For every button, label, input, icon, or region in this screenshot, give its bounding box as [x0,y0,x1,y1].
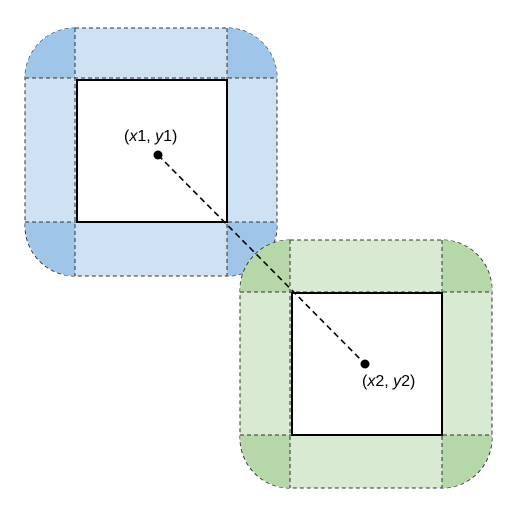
green-corner-bottom-left [240,435,290,488]
point-2-dot [360,359,370,369]
blue-inner-square [76,79,228,223]
green-corner-top-left [240,240,290,292]
center-distance-line [157,154,366,365]
point-2-label: (x2, y2) [362,373,415,390]
green-inner-square [291,292,443,436]
green-corner-top-right [442,240,492,292]
blue-corner-top-left [25,28,75,78]
point-1-dot [153,150,163,160]
green-corner-bottom-right [442,435,492,488]
blue-corner-top-right [227,28,277,78]
point-1-label: (x1, y1) [124,128,177,145]
blue-corner-bottom-left [25,222,75,276]
